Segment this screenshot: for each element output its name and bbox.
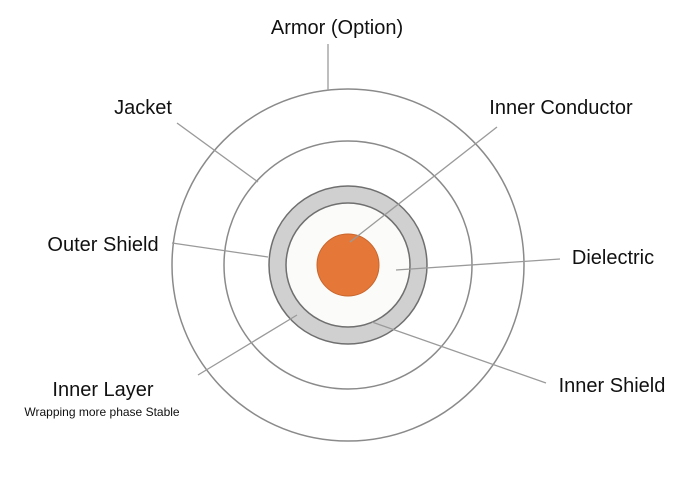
dielectric-label: Dielectric: [572, 247, 654, 269]
armor-label: Armor (Option): [271, 17, 403, 39]
inner-conductor-leader-line: [349, 126, 498, 243]
jacket-leader-line: [176, 122, 259, 183]
outer-shield-label: Outer Shield: [47, 234, 158, 256]
inner-shield-label: Inner Shield: [559, 375, 666, 397]
dielectric-leader-line: [395, 258, 561, 271]
inner-layer-note: Wrapping more phase Stable: [24, 405, 180, 419]
outer-shield-leader-line: [171, 242, 269, 258]
inner-shield-leader-line: [371, 321, 547, 384]
inner-conductor-label: Inner Conductor: [489, 97, 633, 119]
inner-layer-leader-line: [197, 314, 298, 376]
inner-conductor-core: [316, 233, 380, 297]
inner-layer-label: Inner Layer: [52, 379, 154, 401]
armor-ring: [171, 88, 525, 442]
jacket-label: Jacket: [114, 97, 172, 119]
